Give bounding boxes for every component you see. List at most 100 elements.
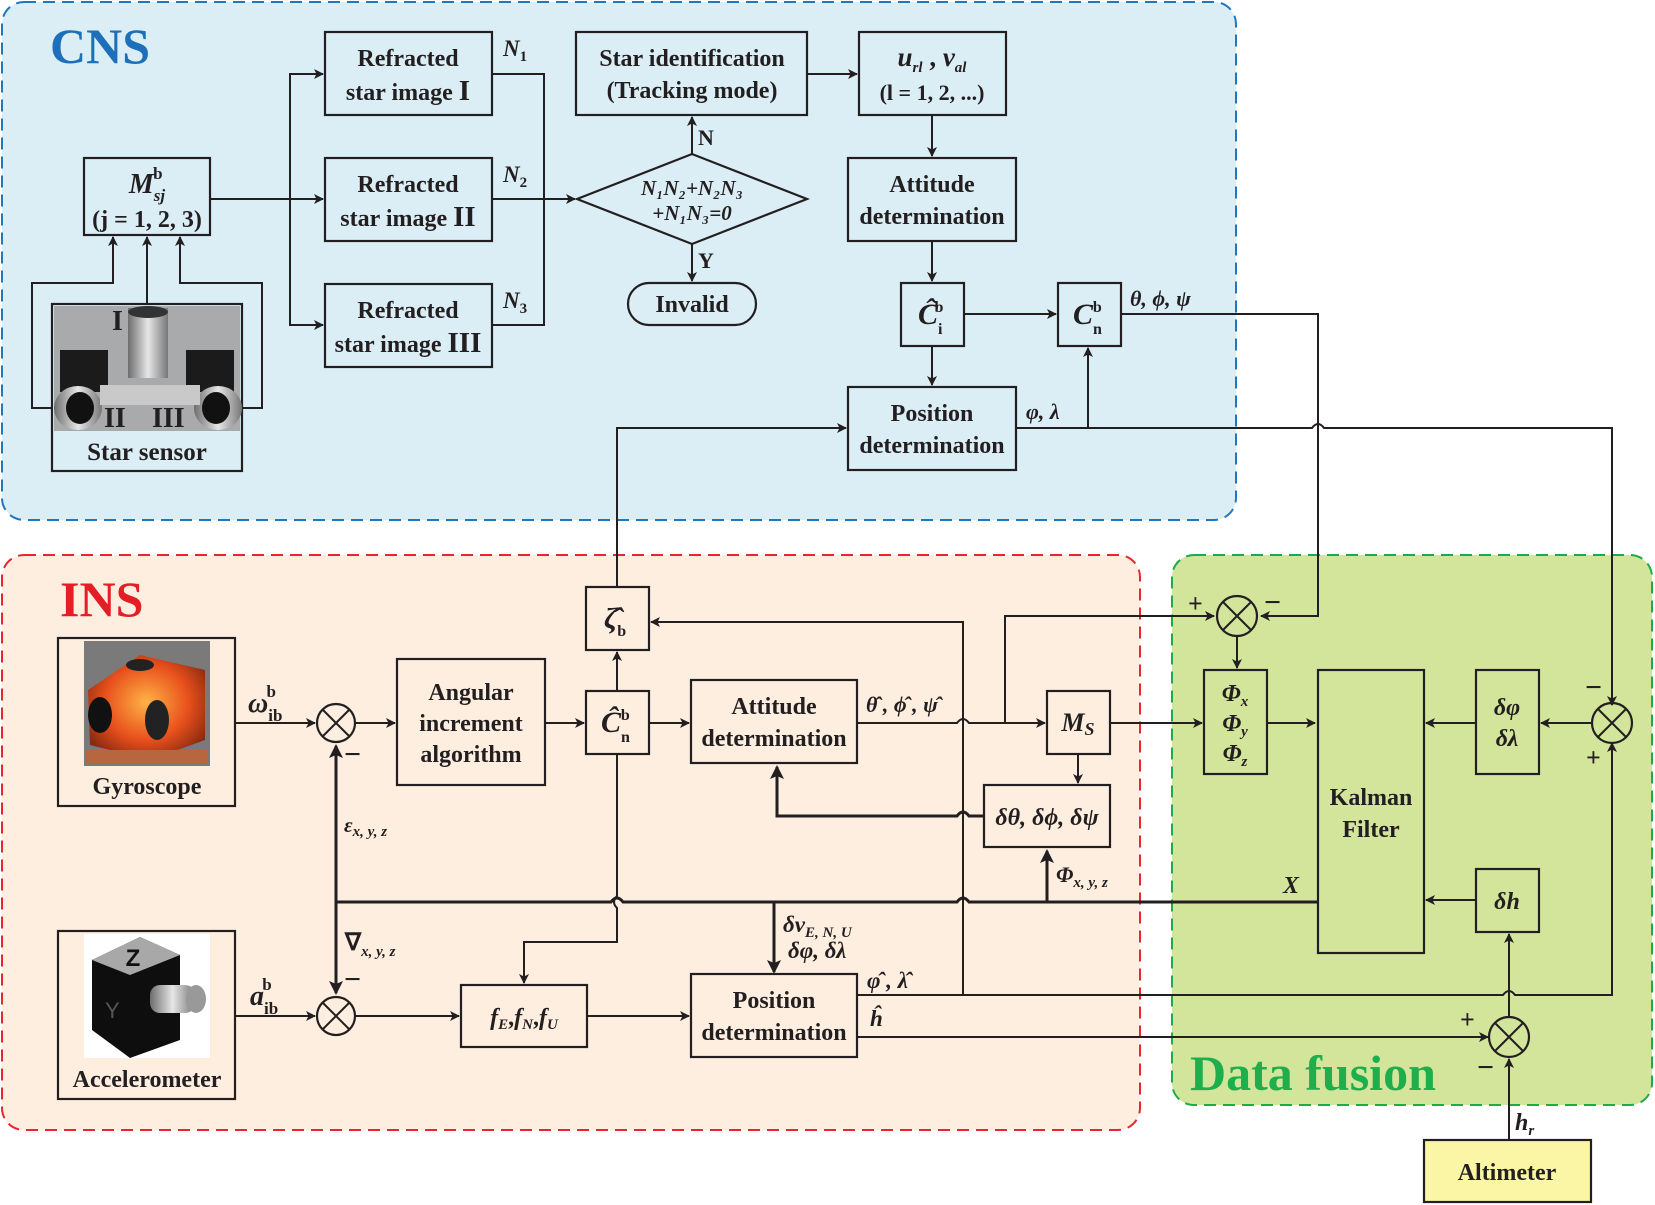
gyroscope-image [84, 641, 210, 766]
svg-text:Φx: Φx [1222, 681, 1249, 710]
svg-text:δλ: δλ [1496, 726, 1519, 752]
accelerometer-label: Accelerometer [73, 1067, 222, 1093]
svg-text:Ĉnb: Ĉnb [601, 706, 630, 746]
svg-text:Attitude: Attitude [731, 694, 817, 720]
star-sensor-block: I II III Star sensor [50, 302, 244, 473]
svg-text:Filter: Filter [1342, 817, 1400, 843]
svg-text:determination: determination [701, 1020, 846, 1046]
msj-block: Msjb (j = 1, 2, 3) [82, 156, 212, 237]
n1-label: N1 [502, 36, 527, 65]
svg-text:determination: determination [701, 726, 846, 752]
ins-connectors [235, 611, 1617, 1042]
svg-text:(l = 1, 2, ...): (l = 1, 2, ...) [880, 80, 985, 105]
gyroscope-label: Gyroscope [93, 774, 202, 800]
svg-text:N₁N₂+N₂N₃: N₁N₂+N₂N₃ [640, 176, 743, 200]
svg-text:δφ: δφ [1494, 695, 1520, 721]
data-fusion-region [1171, 554, 1653, 1106]
gyroscope-block: Gyroscope [56, 636, 237, 808]
svg-text:increment: increment [419, 711, 523, 737]
svg-text:Kalman: Kalman [1330, 785, 1413, 811]
height-sum-plus: + [1460, 1005, 1475, 1034]
svg-text:(Tracking mode): (Tracking mode) [607, 78, 778, 104]
star-sensor-image [54, 306, 242, 431]
svg-text:fE,fN,fU: fE,fN,fU [490, 1005, 559, 1033]
ins-attitude-determination: Attitude determination [689, 678, 859, 765]
svg-text:Invalid: Invalid [655, 292, 729, 318]
svg-text:star image I: star image I [346, 75, 470, 107]
star-sensor-label: Star sensor [87, 439, 207, 466]
attitude-sum-minus: − [1264, 586, 1281, 619]
svg-text:Altimeter: Altimeter [1458, 1160, 1557, 1186]
kalman-filter-block: Kalman Filter [1316, 668, 1426, 955]
accelerometer-block: Z Y Accelerometer [56, 929, 237, 1101]
cns-region [1, 1, 1237, 521]
svg-text:algorithm: algorithm [420, 742, 521, 768]
svg-text:Position: Position [891, 401, 974, 427]
validity-decision: N₁N₂+N₂N₃ +N₁N₃=0 [573, 152, 811, 246]
gyro-output-label: ωibb [248, 682, 282, 725]
svg-text:Ĉib: Ĉib [918, 298, 943, 338]
accel-sum-minus: − [344, 963, 361, 996]
svg-text:Star identification: Star identification [599, 46, 785, 72]
cns-euler-angles-label: θ, ϕ, ψ [1130, 286, 1191, 311]
msj-index-range: (j = 1, 2, 3) [92, 207, 202, 233]
accel-bias-label: ∇x, y, z [344, 930, 396, 960]
ins-height-label: ĥ [870, 1005, 883, 1031]
height-sum-minus: − [1477, 1051, 1494, 1084]
cns-lat-lon-label: φ, λ [1026, 399, 1060, 424]
state-vector-label: X [1282, 873, 1300, 899]
decision-yes-label: Y [698, 248, 714, 273]
misalignment-box: Φx Φy Φz [1202, 668, 1269, 776]
n2-label: N2 [502, 162, 527, 191]
svg-text:Φy: Φy [1222, 711, 1248, 740]
position-error-label: δφ, δλ [788, 938, 846, 963]
invalid-terminator: Invalid [626, 281, 758, 327]
svg-text:δθ, δϕ, δψ: δθ, δϕ, δψ [995, 805, 1099, 831]
svg-text:Refracted: Refracted [357, 46, 459, 72]
svg-text:determination: determination [859, 204, 1004, 230]
svg-text:star image III: star image III [335, 327, 482, 359]
refracted-star-image-1: Refracted star image I [323, 30, 494, 117]
gyro-sum-minus: − [344, 738, 361, 771]
ins-position-determination: Position determination [689, 972, 859, 1059]
svg-text:δh: δh [1494, 889, 1520, 915]
svg-text:Attitude: Attitude [889, 172, 975, 198]
msj-symbol: M [128, 169, 155, 200]
svg-text:Φz: Φz [1223, 741, 1248, 770]
data-fusion-region-title: Data fusion [1190, 1045, 1436, 1101]
svg-text:star image II: star image II [340, 201, 475, 233]
svg-text:url , val: url , val [898, 42, 968, 76]
angular-increment-block: Angular increment algorithm [395, 657, 547, 787]
accelerometer-z-letter: Z [126, 945, 141, 972]
attitude-error-block: δθ, δϕ, δψ [982, 783, 1112, 849]
svg-text:Refracted: Refracted [357, 298, 459, 324]
cns-region-title: CNS [50, 18, 150, 74]
svg-text:determination: determination [859, 433, 1004, 459]
altimeter-block: Altimeter [1422, 1138, 1593, 1204]
svg-text:+N₁N₃=0: +N₁N₃=0 [652, 201, 732, 225]
cns-position-determination: Position determination [846, 385, 1018, 472]
position-sum-minus: − [1585, 671, 1602, 704]
ins-region-title: INS [60, 571, 143, 627]
star-sensor-tag-2: II [104, 403, 126, 434]
cns-connectors [31, 69, 1617, 706]
n3-label: N3 [502, 288, 527, 317]
accelerometer-image: Z Y [84, 934, 210, 1058]
svg-text:Position: Position [733, 988, 816, 1014]
refracted-star-image-3: Refracted star image III [323, 282, 494, 369]
star-vectors-block: url , val (l = 1, 2, ...) [857, 30, 1008, 117]
star-sensor-tag-3: III [152, 403, 185, 434]
position-difference-box: δφ δλ [1474, 668, 1541, 776]
refracted-star-image-2: Refracted star image II [323, 156, 494, 243]
svg-text:MS: MS [1060, 708, 1094, 739]
gyro-bias-label: εx, y, z [344, 813, 387, 840]
star-identification-block: Star identification (Tracking mode) [574, 30, 809, 117]
cns-attitude-determination: Attitude determination [846, 156, 1018, 243]
svg-text:Msjb: Msjb [128, 164, 166, 205]
accelerometer-y-letter: Y [105, 998, 120, 1023]
svg-text:Cnb: Cnb [1073, 298, 1102, 338]
misalignment-angle-label: Φx, y, z [1056, 862, 1108, 891]
svg-text:Angular: Angular [428, 680, 514, 706]
star-sensor-tag-1: I [112, 306, 123, 337]
